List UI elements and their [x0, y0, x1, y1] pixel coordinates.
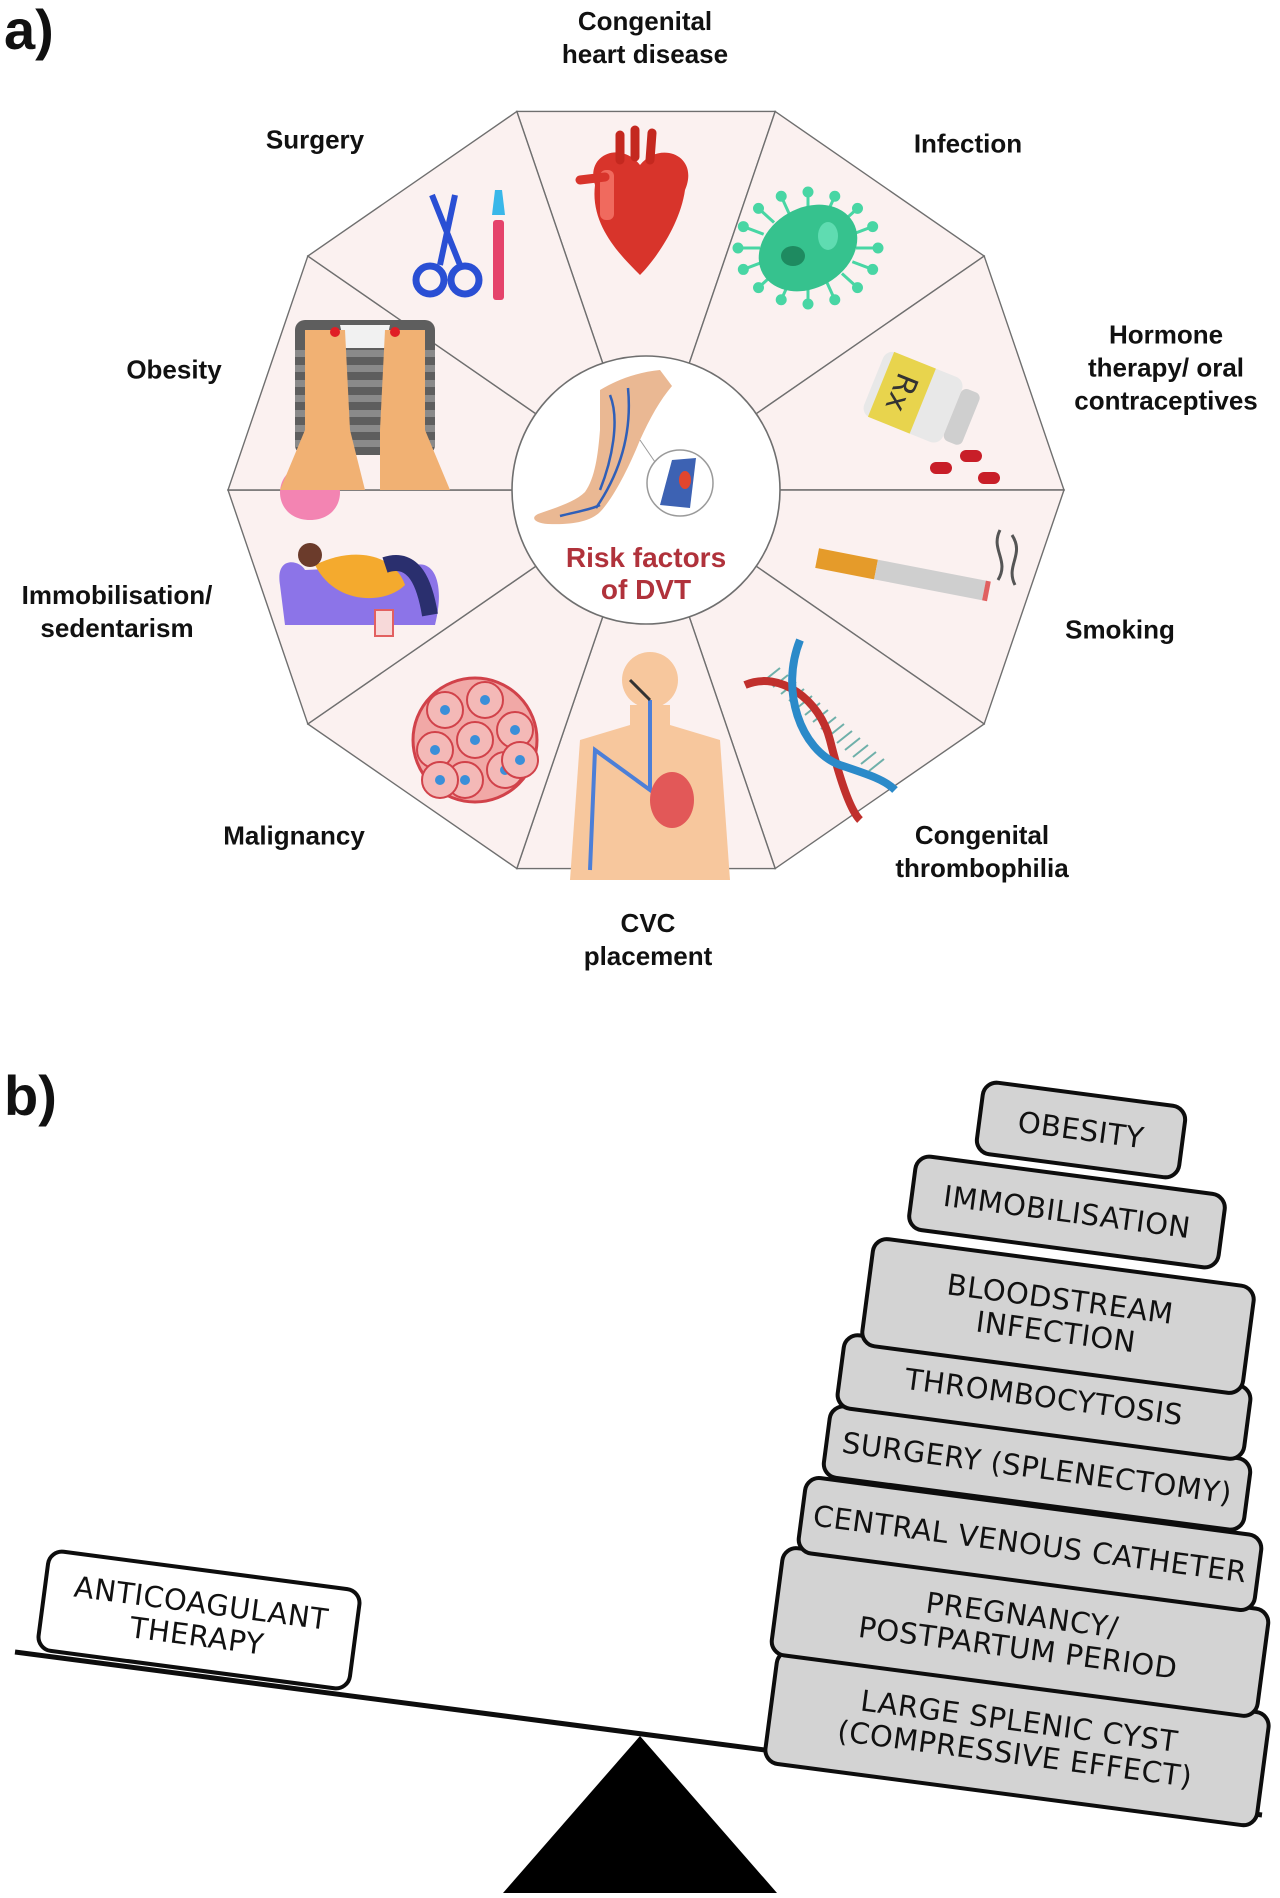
- dna-icon: [743, 638, 898, 823]
- label-line: Immobilisation/: [21, 580, 213, 610]
- label-surgery: Surgery: [266, 124, 364, 157]
- label-line: Congenital: [577, 6, 713, 36]
- label-congenital-heart-disease: Congenital heart disease: [562, 5, 728, 71]
- fulcrum-triangle: [503, 1736, 777, 1893]
- label-line: therapy/ oral: [1087, 352, 1245, 383]
- panel-b-label: b): [4, 1064, 57, 1127]
- label-immobilisation: Immobilisation/ sedentarism: [22, 579, 213, 645]
- cigarette-icon: [815, 529, 1018, 602]
- couch-person-icon: [279, 465, 439, 637]
- center-circle: [511, 355, 781, 625]
- label-infection: Infection: [914, 128, 1022, 161]
- weight-scale-icon: [280, 320, 450, 490]
- leg-vein-thrombus-icon: [534, 370, 714, 525]
- label-line: sedentarism: [40, 613, 194, 643]
- label-line: Infection: [913, 128, 1023, 159]
- label-smoking: Smoking: [1065, 614, 1175, 647]
- risk-factor-wheel: Rx: [227, 110, 1065, 880]
- label-congenital-thrombophilia: Congenital thrombophilia: [895, 819, 1068, 885]
- bacteria-icon: [732, 186, 884, 310]
- panel-a-label: a): [4, 0, 54, 61]
- pill-bottle-icon: Rx: [863, 351, 1000, 484]
- label-line: placement: [583, 941, 713, 971]
- label-line: contraceptives: [1074, 385, 1258, 416]
- label-line: CVC: [620, 908, 676, 938]
- label-obesity: Obesity: [126, 354, 221, 387]
- heart-icon: [575, 125, 689, 275]
- center-title-line1: Risk factors: [565, 542, 727, 573]
- label-line: Surgery: [265, 124, 365, 155]
- label-line: Congenital: [914, 820, 1050, 850]
- label-line: Obesity: [126, 354, 222, 385]
- label-hormone-therapy: Hormone therapy/ oral contraceptives: [1074, 319, 1258, 418]
- label-line: Malignancy: [223, 820, 365, 851]
- label-line: Hormone: [1108, 319, 1224, 350]
- center-title: Risk factors of DVT: [566, 542, 726, 606]
- center-title-line2: of DVT: [600, 574, 692, 605]
- central-venous-catheter-icon: [570, 652, 730, 880]
- label-malignancy: Malignancy: [223, 820, 365, 853]
- label-cvc-placement: CVC placement: [584, 907, 713, 973]
- tumor-cells-icon: [411, 676, 539, 804]
- label-line: heart disease: [561, 39, 729, 69]
- surgical-tools-icon: [412, 190, 505, 300]
- label-line: thrombophilia: [895, 853, 1069, 883]
- label-line: Smoking: [1065, 614, 1175, 645]
